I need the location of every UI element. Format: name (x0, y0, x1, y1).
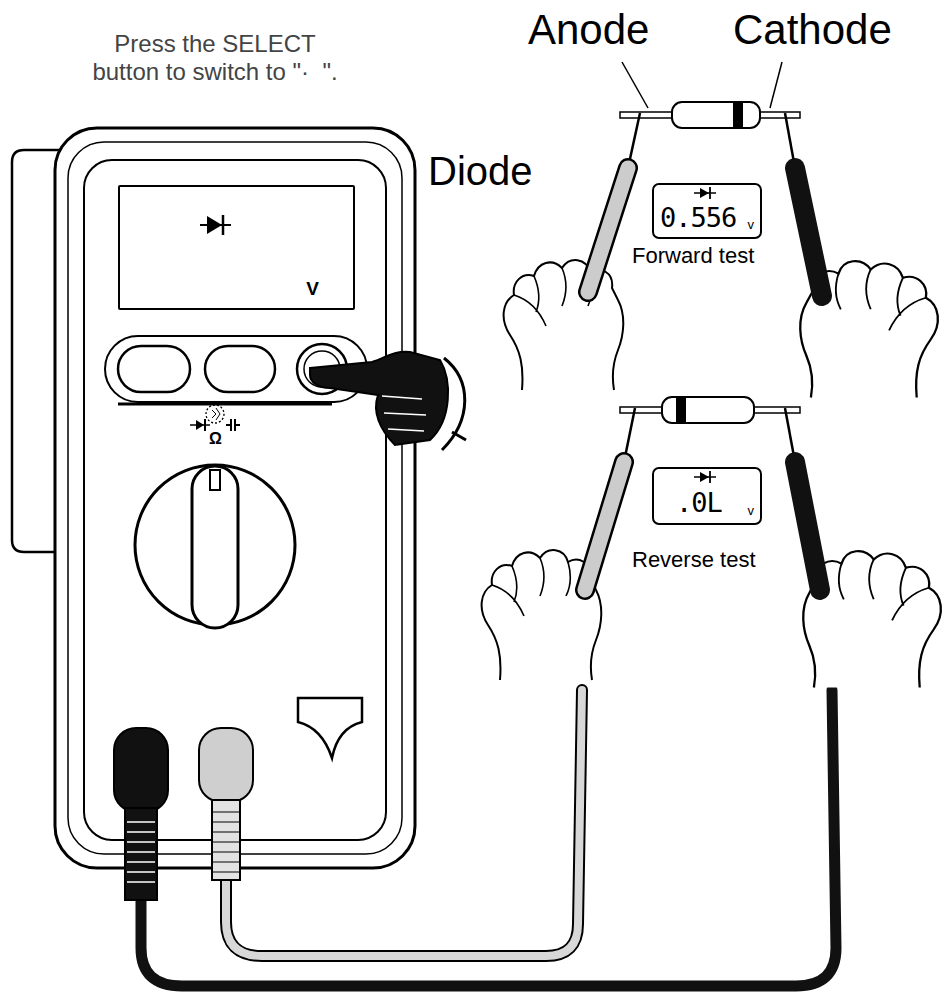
black-plug-grip (125, 808, 157, 900)
gray-plug (199, 728, 253, 802)
gray-plug-grip (212, 800, 240, 880)
diode-symbol-lead (694, 192, 716, 194)
panel-line (118, 403, 332, 406)
diode-symbol (700, 472, 709, 482)
gray-probe-outline (588, 168, 628, 292)
continuity-icon (206, 405, 224, 423)
instruction-note: Press the SELECT button to switch to "· … (81, 30, 349, 85)
lcd-reading: 0.556 v (652, 183, 762, 239)
button (118, 346, 190, 392)
diode-symbol-lead (694, 476, 716, 478)
finger-lines (382, 396, 426, 431)
left-hand (504, 260, 624, 390)
reading-value: .0L (676, 489, 722, 516)
lead-holder (298, 698, 362, 758)
diode-symbol-bar (222, 215, 225, 235)
ohm-symbol: Ω (209, 430, 222, 448)
cuff-line (452, 432, 466, 440)
capacitor-icon (226, 419, 240, 431)
meter-bezel (68, 142, 402, 854)
unit-label: v (748, 218, 755, 231)
grip-ribs (127, 822, 155, 882)
part-name: Anode (528, 6, 649, 54)
diode-icon-lead (190, 424, 210, 426)
black-wire (141, 690, 836, 986)
sound-icon (212, 408, 220, 420)
cathode-band (733, 102, 743, 128)
unit-label: v (748, 504, 755, 517)
grip-ribs (212, 812, 240, 872)
lcd-reading: .0L v (652, 467, 762, 525)
gray-probe-outline (585, 462, 624, 590)
part-name: Cathode (733, 6, 892, 54)
diode-symbol-lead (200, 224, 231, 226)
black-plug (114, 728, 168, 812)
diode-symbol-bar (709, 471, 711, 483)
reading-value: 0.556 (660, 204, 736, 231)
gray-probe (585, 462, 624, 590)
diode-symbol (207, 216, 222, 234)
pointing-hand (310, 352, 448, 445)
leader-line (622, 62, 648, 108)
meter-face (84, 160, 386, 840)
unit-label: V (306, 279, 319, 298)
diode-body (662, 397, 754, 423)
black-probe (795, 462, 820, 590)
leader-line (770, 62, 782, 108)
gray-wire (226, 690, 582, 956)
meter-body (55, 128, 415, 868)
cathode-band (676, 397, 686, 423)
lcd-screen: V (118, 185, 355, 310)
component-name: Diode (428, 148, 533, 194)
button (205, 346, 275, 392)
gray-wire-outline (226, 690, 582, 956)
test-caption: Reverse test (630, 547, 758, 572)
test-caption: Forward test (630, 243, 756, 268)
diode-body (672, 102, 760, 128)
gray-probe (588, 168, 628, 292)
diode-symbol (700, 188, 709, 198)
black-probe (795, 168, 822, 296)
dial-pointer (192, 466, 238, 628)
dial-notch (210, 470, 220, 490)
diode-symbol-bar (709, 187, 711, 199)
